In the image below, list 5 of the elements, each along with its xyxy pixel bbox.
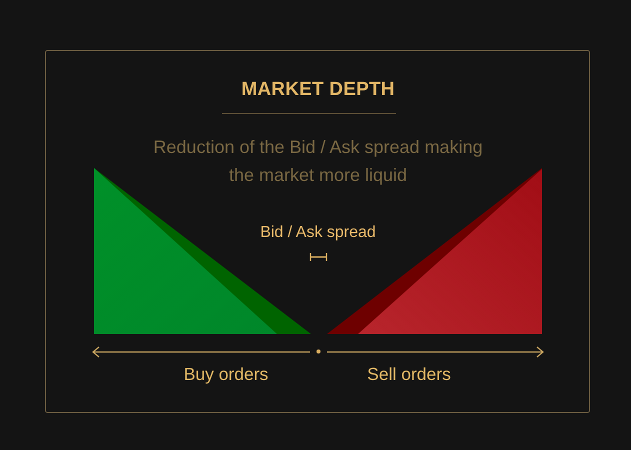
diagram-title: MARKET DEPTH: [241, 79, 395, 101]
spread-label: Bid / Ask spread: [260, 224, 376, 242]
subtitle: Reduction of the Bid / Ask spread making the market more liquid: [152, 136, 484, 187]
axis-label: Buy orders: [184, 364, 268, 384]
axis-label: Sell orders: [367, 364, 451, 384]
